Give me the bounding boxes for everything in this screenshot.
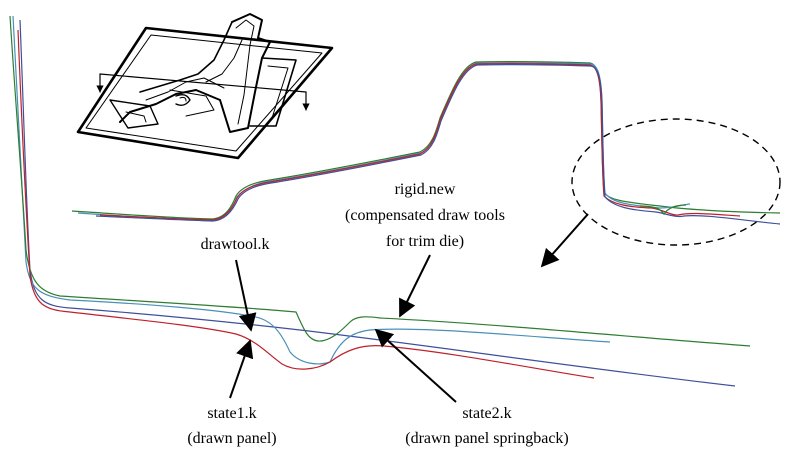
upper-profile-group: [71, 60, 781, 225]
state2-label-line2: (drawn panel springback): [405, 430, 569, 447]
state1-label-line1: state1.k: [207, 405, 256, 422]
state1-label-line2: (drawn panel): [187, 430, 276, 447]
drawtool-arrow: [235, 259, 257, 332]
rigid-label-line2: (compensated draw tools: [345, 207, 505, 224]
state2-upper-curve: [95, 63, 781, 225]
state1-arrow: [229, 339, 254, 399]
lower-profile-group: [9, 15, 751, 387]
annotation-arrows: [229, 213, 589, 403]
state2-arrow: [374, 328, 457, 403]
stamped-part-3d-sketch: [76, 13, 334, 160]
rigid-label-line3: for trim die): [386, 233, 464, 250]
rigid-label-line1: rigid.new: [395, 181, 456, 198]
dashed-zoom-ellipse: [571, 118, 781, 246]
labels: rigid.new (compensated draw tools for tr…: [187, 181, 568, 447]
zoom-arrow: [540, 213, 589, 268]
drawtool-label: drawtool.k: [201, 236, 270, 253]
rigid-lower-curve: [9, 15, 751, 347]
state1-upper-curve: [99, 62, 741, 221]
state2-lower-curve: [19, 19, 736, 387]
drawtool-upper-curve: [77, 61, 691, 222]
rigid-notch: [639, 204, 687, 216]
state2-label-line1: state2.k: [462, 405, 511, 422]
drawtool-lower-curve: [12, 15, 611, 365]
rigid-arrow: [399, 254, 431, 318]
state1-lower-curve: [17, 29, 595, 379]
